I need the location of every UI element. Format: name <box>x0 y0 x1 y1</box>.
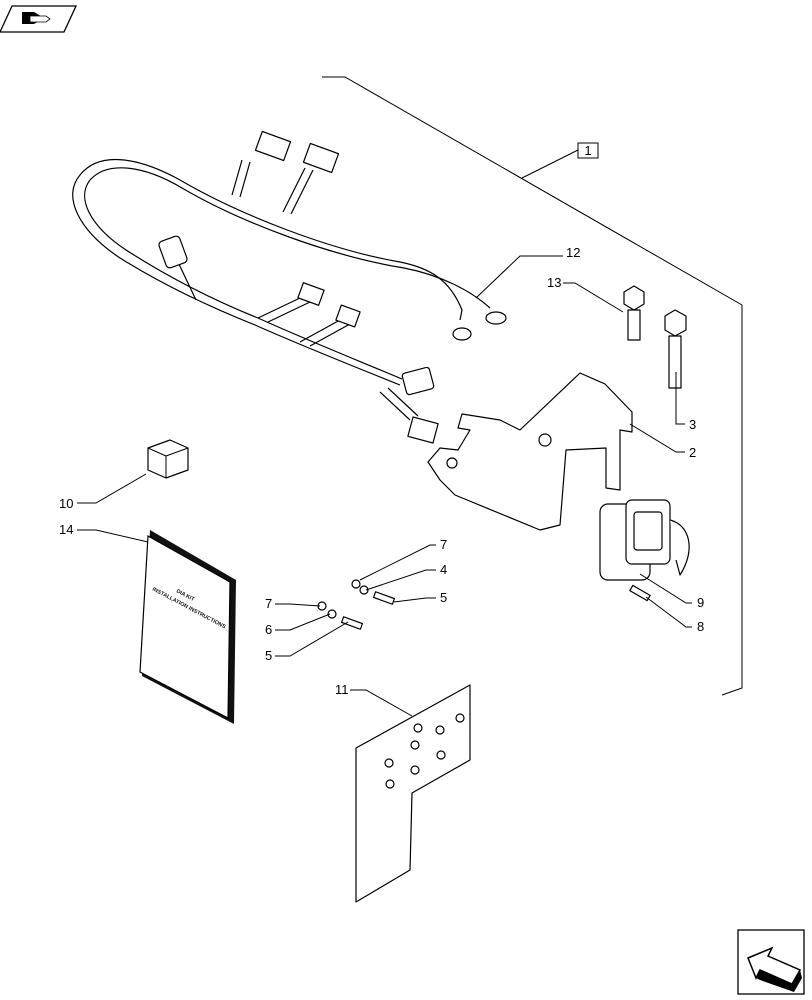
callout-11: 11 <box>335 682 349 697</box>
callout-7-upper: 7 <box>440 537 447 552</box>
mounting-bracket <box>427 372 633 531</box>
screw-8 <box>629 584 651 602</box>
instruction-booklet: DIA KIT INSTALLATION INSTRUCTIONS <box>139 530 236 724</box>
callout-3: 3 <box>689 417 696 432</box>
leader-lines <box>77 255 692 717</box>
callout-5-lower: 5 <box>265 648 272 663</box>
arrow-next-icon <box>747 946 802 992</box>
mounting-plate <box>355 684 471 903</box>
callout-6: 6 <box>265 622 272 637</box>
callout-5-upper: 5 <box>440 590 447 605</box>
trailer-socket <box>599 499 690 581</box>
nav-prev-button[interactable] <box>0 5 78 33</box>
fastener-set-lower <box>317 601 364 630</box>
nav-next-button[interactable] <box>737 929 805 995</box>
callout-12: 12 <box>566 245 580 260</box>
bolt-13 <box>623 285 645 341</box>
callout-8: 8 <box>697 619 704 634</box>
callout-13: 13 <box>547 275 561 290</box>
group-callout-label: 1 <box>584 143 591 158</box>
relay <box>147 439 189 479</box>
bolt-3 <box>664 309 687 389</box>
arrow-back-icon <box>22 12 51 24</box>
callout-14: 14 <box>59 522 73 537</box>
wiring-harness <box>72 130 507 444</box>
callout-2: 2 <box>689 445 696 460</box>
callout-7-lower: 7 <box>265 596 272 611</box>
callout-9: 9 <box>697 595 704 610</box>
fastener-set-upper <box>351 579 396 605</box>
callout-10: 10 <box>59 496 73 511</box>
callout-4: 4 <box>440 562 447 577</box>
group-bracket <box>322 76 743 696</box>
group-callout-1: 1 <box>577 142 599 159</box>
